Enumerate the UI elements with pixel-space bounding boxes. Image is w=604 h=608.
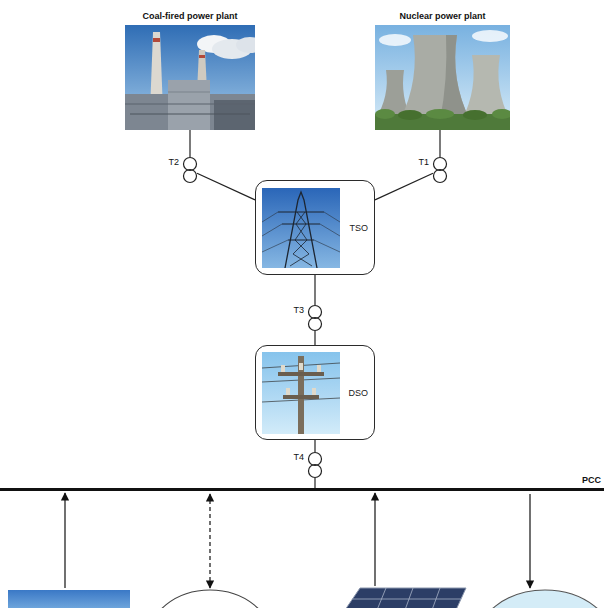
distribution-pole-photo: [299, 363, 303, 370]
transformer-symbol: [309, 465, 322, 478]
distribution-pole-photo: [262, 352, 340, 434]
connector-line: [314, 331, 315, 345]
nuclear-plant-photo: [379, 34, 411, 46]
transformer: T1: [433, 157, 447, 183]
coal-plant-photo: [125, 104, 255, 105]
transformer: T3: [308, 305, 322, 331]
connected-unit: [345, 588, 466, 608]
transformer-label: T1: [418, 156, 429, 168]
transmission-pylon-photo: [285, 192, 317, 268]
coal-plant-photo: [168, 92, 210, 93]
nuclear-plant-photo: [426, 109, 454, 119]
bus-label: PCC: [582, 475, 601, 486]
connector-line: [314, 275, 315, 305]
distribution-pole-photo: [312, 388, 316, 395]
transformer: T2: [183, 157, 197, 183]
node-heading: Coal-fired power plant: [125, 10, 255, 22]
transformer-symbol: [434, 158, 447, 171]
nuclear-plant-photo: [375, 25, 510, 130]
operator-label: TSO: [349, 222, 368, 234]
nuclear-plant-photo: [472, 30, 508, 42]
nuclear-plant-photo: [440, 35, 470, 120]
transmission-pylon-photo: [262, 188, 340, 268]
plant-photo-frame: Nuclear power plant: [375, 4, 510, 130]
node-heading: Nuclear power plant: [375, 10, 510, 22]
transformer-label: T2: [168, 156, 179, 168]
connector-line: [314, 478, 315, 488]
feeder-arrow: [65, 493, 530, 588]
transformer-label: T4: [293, 451, 304, 463]
feeder-arrow: [209, 494, 210, 588]
nuclear-plant-photo: [492, 109, 510, 119]
coal-plant-photo: [125, 25, 255, 130]
nuclear-plant-photo: [398, 110, 422, 120]
coal-plant-photo: [168, 80, 210, 130]
transformer-label: T3: [293, 304, 304, 316]
bus-bar: PCC: [0, 488, 604, 491]
transformer-symbol: [184, 158, 447, 478]
coal-plant-photo: [236, 37, 255, 53]
distribution-pole-photo: [278, 372, 324, 376]
operator-label: DSO: [348, 387, 368, 399]
distribution-pole-photo: [262, 352, 340, 434]
operator-box: DSO: [255, 345, 375, 440]
coal-plant-photo: [199, 55, 205, 58]
coal-plant-photo: [125, 25, 255, 130]
transmission-pylon-photo: [262, 188, 340, 268]
distribution-pole-photo: [281, 365, 285, 372]
transformer-symbol: [184, 170, 197, 183]
connected-unit: [148, 590, 272, 608]
connector-line: [197, 173, 255, 200]
connected-unit: [8, 590, 130, 608]
operator-box: TSO: [255, 180, 375, 275]
distribution-pole-photo: [286, 388, 290, 395]
transmission-pylon-photo: [262, 188, 340, 268]
nuclear-plant-photo: [400, 35, 470, 120]
connector-line: [439, 130, 440, 157]
coal-plant-photo: [130, 114, 250, 115]
nuclear-plant-photo: [375, 25, 510, 130]
transformer-symbol: [309, 453, 322, 466]
transformer-symbol: [184, 158, 197, 171]
transmission-pylon-photo: [278, 212, 324, 240]
transformer-symbol: [309, 306, 322, 319]
feeder-arrow: [529, 494, 530, 588]
connector-line: [314, 440, 315, 452]
transmission-pylon-photo: [290, 212, 312, 266]
distribution-pole-photo: [317, 365, 321, 372]
feeder-arrow: [374, 493, 375, 586]
connected-unit: [475, 590, 604, 608]
nuclear-plant-photo: [463, 110, 487, 120]
connected-unit: [8, 588, 604, 608]
connected-unit: [353, 588, 461, 608]
distribution-pole-photo: [262, 352, 340, 434]
connector-line: [189, 130, 190, 157]
feeder-arrow: [64, 493, 65, 588]
transformer-symbol: [434, 170, 447, 183]
transformer-symbol: [309, 318, 322, 331]
nuclear-plant-photo: [375, 109, 395, 119]
connector-line: [375, 173, 433, 200]
transformer: T4: [308, 452, 322, 478]
distribution-pole-photo: [283, 395, 319, 399]
transmission-pylon-photo: [262, 212, 340, 252]
plant-photo-frame: Coal-fired power plant: [125, 4, 255, 130]
coal-plant-photo: [153, 38, 160, 42]
